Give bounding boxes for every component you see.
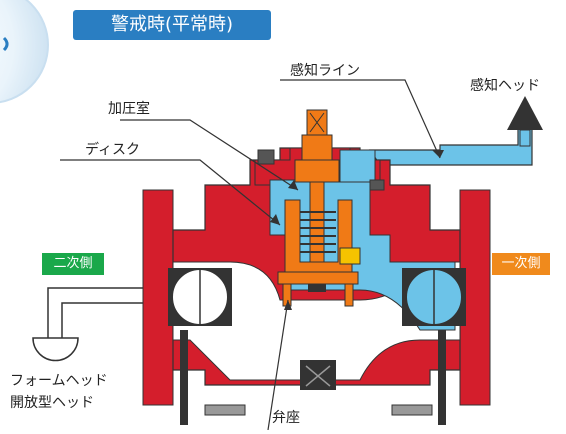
disc-assembly — [277, 109, 361, 307]
corner-decoration — [0, 0, 49, 104]
corner-arrow-icon — [2, 36, 9, 52]
butterfly-valve-left — [168, 268, 232, 326]
open-head-icon — [32, 337, 79, 362]
leader-lines — [60, 79, 441, 431]
butterfly-valve-right — [402, 268, 466, 326]
label-pressure-chamber: 加圧室 — [108, 101, 150, 117]
sensing-head-icon — [507, 96, 543, 130]
label-open-head: 開放型ヘッド — [10, 395, 94, 411]
tag-primary-side: 一次側 — [492, 253, 550, 275]
bolt-left — [180, 330, 188, 425]
tag-secondary-side: 二次側 — [42, 253, 104, 275]
label-disc: ディスク — [85, 142, 141, 158]
label-valve-seat: 弁座 — [272, 410, 300, 426]
sensing-line-pipe — [368, 119, 533, 166]
label-sensing-line: 感知ライン — [290, 63, 360, 79]
label-foam-head: フォームヘッド — [10, 373, 108, 389]
diagram-title: 警戒時(平常時) — [73, 10, 271, 40]
spring-icon — [300, 211, 336, 253]
label-sensing-head: 感知ヘッド — [470, 78, 540, 94]
drain-plug — [300, 360, 336, 390]
bolt-right — [438, 330, 446, 425]
